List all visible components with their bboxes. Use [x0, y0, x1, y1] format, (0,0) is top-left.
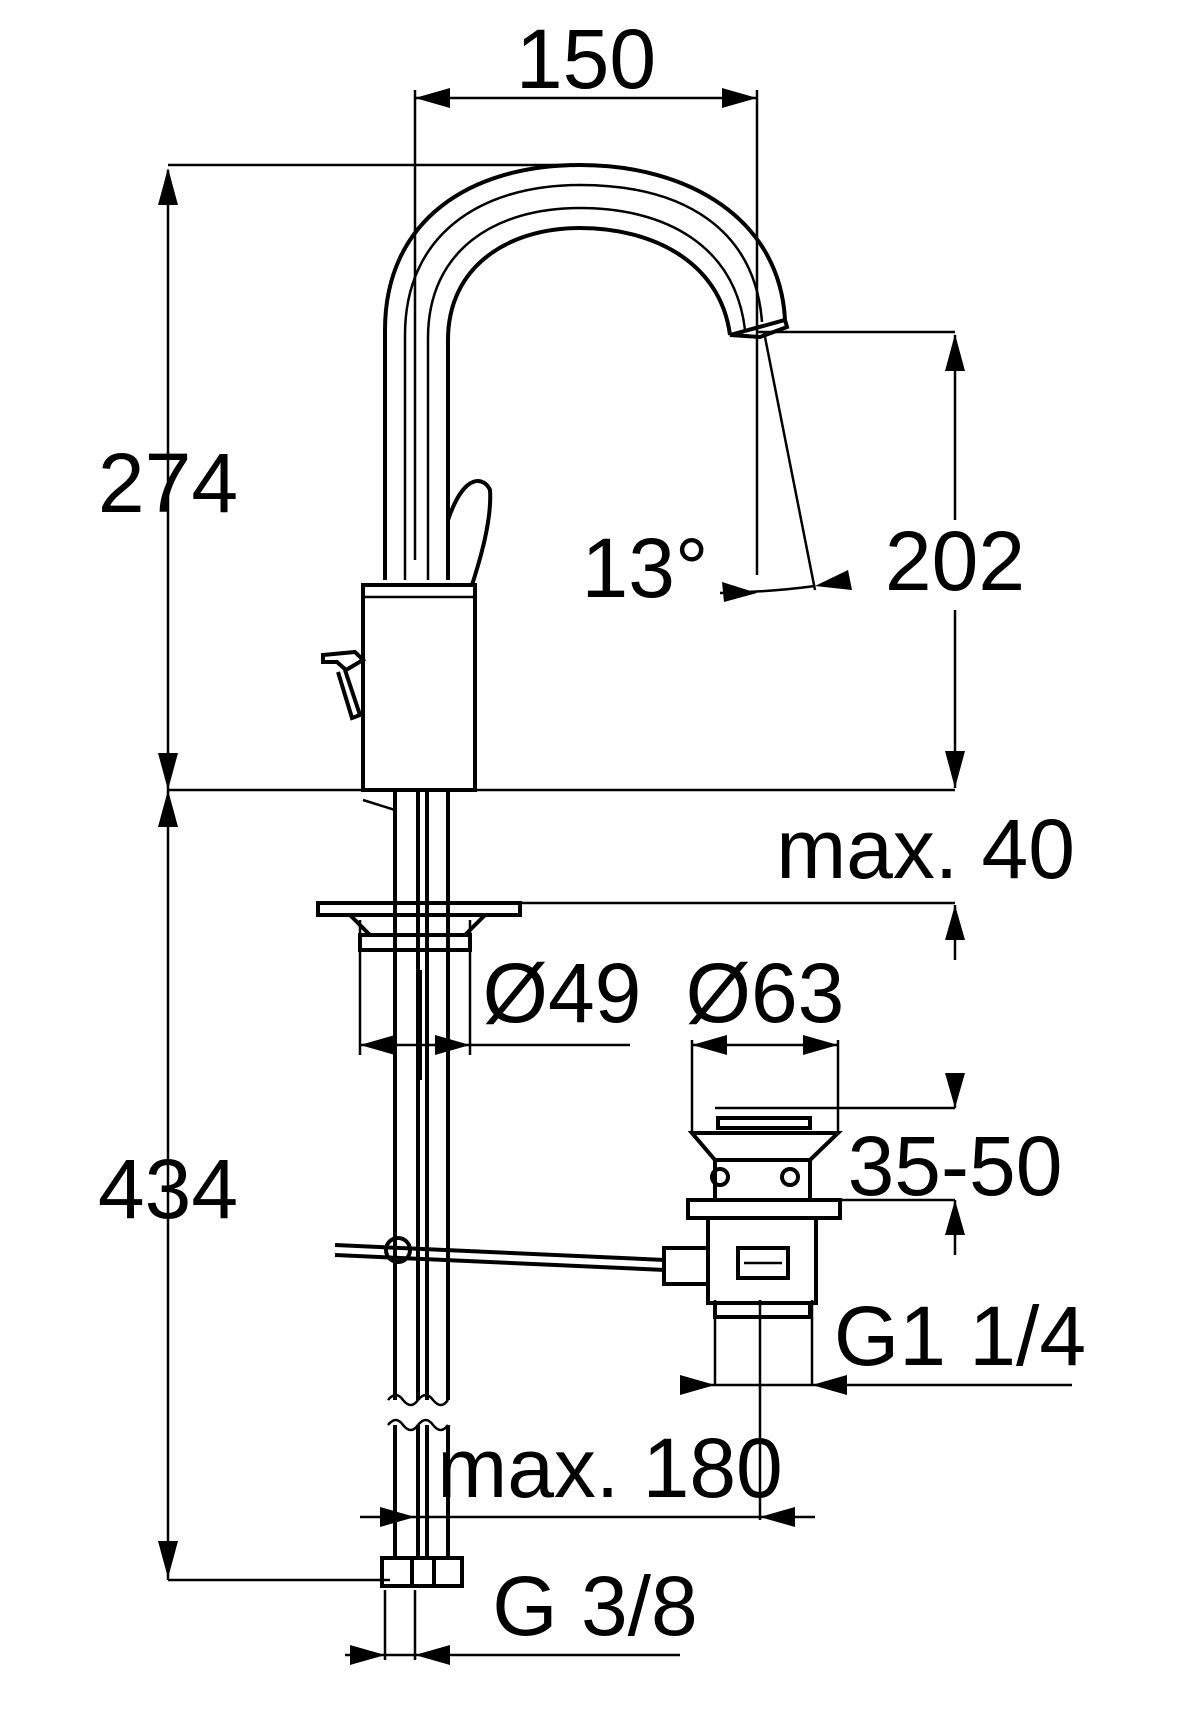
mounting-plate	[316, 901, 522, 952]
drain-assembly	[662, 1116, 843, 1319]
dim-total-height-lines	[158, 163, 955, 1582]
label-drain-range: 35-50	[848, 1119, 1063, 1213]
connection-nuts	[380, 1556, 464, 1588]
dim-deck-lines	[520, 901, 965, 960]
label-deck-thickness: max. 40	[776, 802, 1075, 896]
label-spout-height: 202	[885, 514, 1025, 608]
dim-spout-height-lines	[757, 330, 965, 788]
label-drain-diameter: Ø63	[686, 946, 845, 1040]
label-drain-thread: G1 1/4	[834, 1289, 1086, 1383]
dim-drain-thread-lines	[680, 1300, 1072, 1395]
dim-rod-distance-lines	[360, 1300, 815, 1527]
faucet-spout	[383, 162, 790, 580]
faucet-shank	[362, 790, 450, 1560]
dim-connection-thread-lines	[345, 1590, 680, 1665]
dim-drain-diameter-lines	[690, 1035, 840, 1135]
label-below-deck: 434	[98, 1142, 238, 1236]
label-rod-distance: max. 180	[437, 1421, 783, 1515]
dim-angle-lines	[719, 331, 852, 602]
label-spout-angle: 13°	[581, 521, 708, 615]
label-body-diameter: Ø49	[483, 946, 642, 1040]
faucet-body	[321, 583, 477, 792]
faucet-lever	[446, 479, 493, 586]
label-spout-reach: 150	[516, 12, 656, 106]
dim-spout-reach-lines	[413, 88, 759, 575]
label-total-height: 274	[98, 436, 238, 530]
label-connection-thread: G 3/8	[492, 1559, 697, 1653]
popup-rod	[334, 1236, 666, 1272]
